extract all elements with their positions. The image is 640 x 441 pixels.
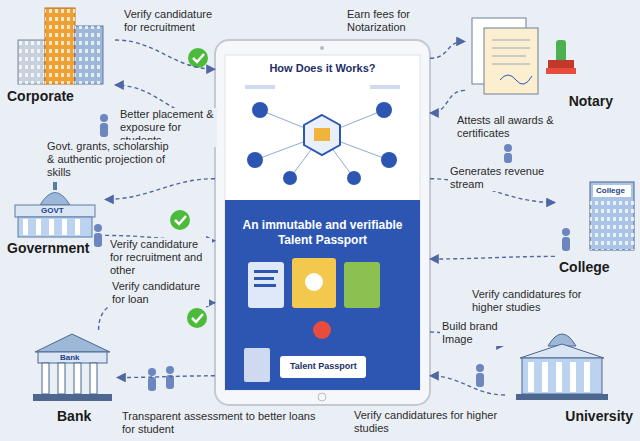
entity-name: Corporate — [7, 88, 74, 105]
college-building — [590, 182, 634, 250]
screen-title: An immutable and verifiable Talent Passp… — [229, 218, 416, 248]
edge-label: Transparent assessment to better loans f… — [120, 410, 324, 436]
dashed-arrow — [430, 256, 555, 259]
dashed-arrow — [115, 40, 215, 69]
dashed-arrow — [430, 90, 465, 113]
edge-label: Build brand Image — [440, 320, 506, 346]
edge-label: Verify candidature for recruitment and o… — [108, 238, 212, 277]
sign-text: GOVT — [41, 206, 64, 216]
bank-building — [33, 334, 112, 401]
passport-cards — [244, 258, 380, 382]
dashed-arrow — [430, 41, 465, 58]
edge-label: Govt. grants, scholarship & authentic pr… — [45, 140, 174, 179]
entity-name: Notary — [569, 93, 613, 110]
entity-name: College — [559, 259, 610, 276]
dashed-arrow — [105, 179, 215, 200]
notary-node: Notary — [465, 12, 615, 110]
tablet-device — [215, 40, 430, 405]
entity-name: Government — [7, 240, 89, 257]
edge-label: Verify candidature for recruitment — [122, 8, 216, 34]
notary-documents — [472, 18, 576, 94]
government-building — [15, 182, 95, 237]
dashed-arrow — [430, 376, 505, 395]
edge-label: Verify candidatures for higher studies — [352, 409, 506, 435]
mini-diagram — [245, 85, 400, 185]
tablet-screen: How Does it Works? An immutable and verif… — [215, 40, 430, 405]
dashed-arrow — [117, 376, 215, 378]
university-building — [516, 334, 608, 400]
edge-label: Verify candidatures for higher studies — [470, 288, 604, 314]
sign-text: Bank — [60, 353, 80, 363]
bank-node: Bank — [25, 330, 117, 425]
screen-heading: How Does it Works? — [215, 62, 430, 74]
university-node: University — [505, 325, 635, 425]
entity-name: Bank — [57, 408, 91, 425]
sign-text: College — [596, 186, 625, 196]
edge-label: Verify candidature for loan — [110, 280, 209, 306]
corporate-node: Corporate — [5, 5, 115, 105]
edge-label: Generates revenue stream — [448, 165, 552, 191]
entity-name: University — [565, 408, 633, 425]
government-node: Government — [5, 185, 105, 257]
corporate-buildings — [18, 8, 103, 84]
edge-label: Earn fees for Notarization — [345, 8, 464, 34]
edge-label: Attests all awards & certificates — [455, 114, 564, 140]
card-caption: Talent Passport — [290, 361, 357, 372]
